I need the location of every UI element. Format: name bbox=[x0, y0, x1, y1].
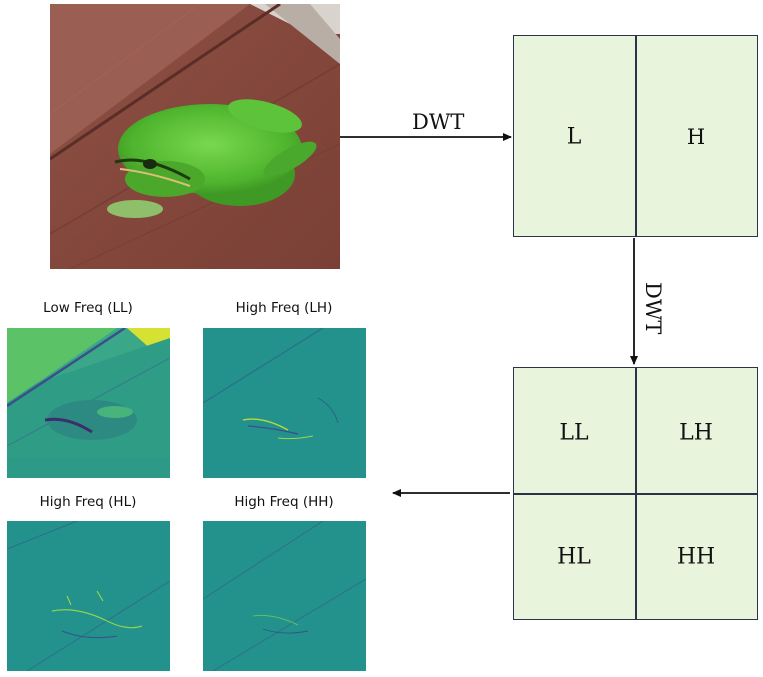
subband-title-hl: High Freq (HL) bbox=[39, 494, 137, 510]
cell-label-lh: LH bbox=[679, 420, 713, 446]
dwt-label-horizontal: DWT bbox=[412, 110, 465, 134]
subband-image-ll bbox=[7, 328, 170, 478]
level1-grid bbox=[513, 35, 758, 237]
frog-shape bbox=[107, 99, 317, 218]
subband-title-lh: High Freq (LH) bbox=[235, 300, 333, 316]
level2-grid bbox=[513, 367, 758, 620]
subband-title-hh: High Freq (HH) bbox=[234, 494, 334, 510]
frog-photo bbox=[49, 2, 341, 270]
cell-label-ll: LL bbox=[559, 420, 589, 446]
cell-label-h: H bbox=[686, 125, 706, 149]
input-image bbox=[49, 2, 341, 270]
level2-horizontal-divider bbox=[514, 493, 757, 495]
cell-label-hh: HH bbox=[676, 544, 716, 570]
dwt-label-vertical: DWT bbox=[641, 282, 665, 335]
subband-image-hh bbox=[203, 521, 366, 671]
cell-label-hl: HL bbox=[557, 544, 591, 570]
subband-image-hl bbox=[7, 521, 170, 671]
subband-image-lh bbox=[203, 328, 366, 478]
cell-label-l: L bbox=[566, 124, 582, 150]
subband-title-ll: Low Freq (LL) bbox=[43, 300, 133, 316]
level1-divider bbox=[635, 36, 637, 236]
